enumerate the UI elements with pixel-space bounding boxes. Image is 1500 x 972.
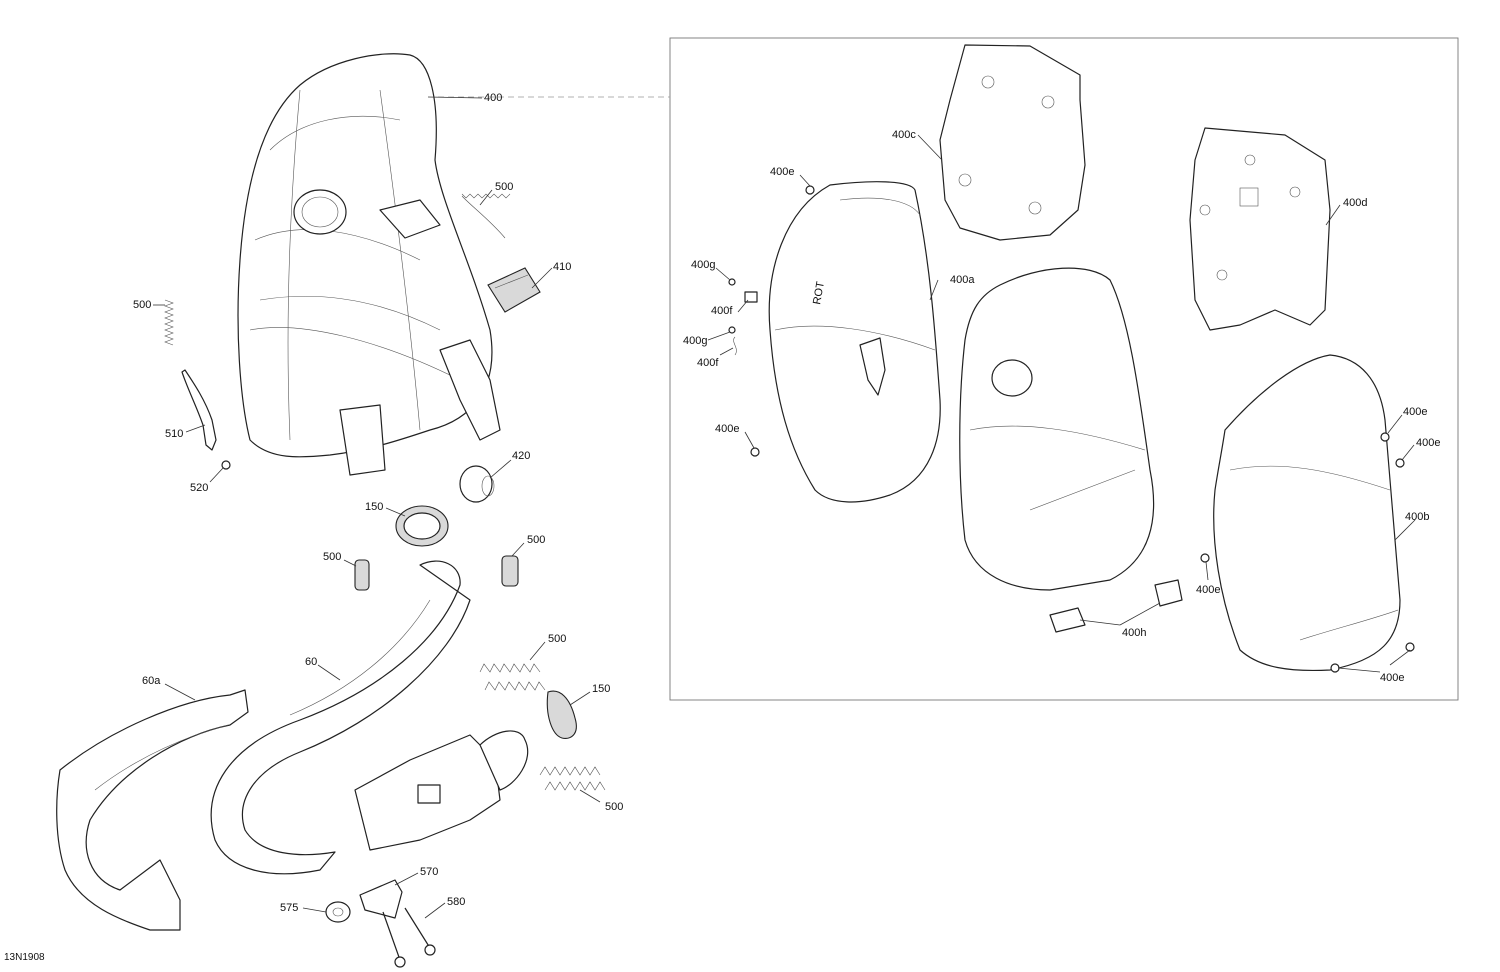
diagram-code: 13N1908	[4, 952, 45, 963]
callout-400f-1: 400f	[711, 305, 733, 317]
callout-400e-3: 400e	[1403, 406, 1427, 418]
callout-500-mid: 500	[548, 633, 566, 645]
callout-410: 410	[553, 261, 571, 273]
callout-400f-2: 400f	[697, 357, 719, 369]
bolt-520	[221, 460, 231, 470]
spring-500-left	[164, 299, 174, 346]
callout-500-lower: 500	[605, 801, 623, 813]
ring-150	[395, 505, 449, 547]
callout-60a: 60a	[142, 675, 161, 687]
callout-575: 575	[280, 902, 298, 914]
callout-400c: 400c	[892, 129, 916, 141]
spring-500-mid	[479, 663, 546, 691]
callout-400h: 400h	[1122, 627, 1146, 639]
detail-frame	[669, 37, 1459, 701]
callout-520: 520	[190, 482, 208, 494]
grommet-575	[325, 901, 351, 923]
callout-420: 420	[512, 450, 530, 462]
callout-400e-6: 400e	[1380, 672, 1404, 684]
callout-400e-1: 400e	[770, 166, 794, 178]
bracket-510	[181, 369, 217, 451]
callout-400e-5: 400e	[1196, 584, 1220, 596]
embossed-text: ROT	[811, 280, 827, 305]
muffler-center-400	[959, 267, 1155, 591]
bolts-580	[382, 907, 436, 968]
callout-580: 580	[447, 896, 465, 908]
callout-400a: 400a	[950, 274, 975, 286]
callout-500-small-right: 500	[527, 534, 545, 546]
callout-400e-2: 400e	[715, 423, 739, 435]
heat-shield-60a	[56, 689, 249, 931]
muffler-400	[237, 53, 501, 476]
callout-150-gasket: 150	[592, 683, 610, 695]
callout-400e-4: 400e	[1416, 437, 1440, 449]
callout-150-ring: 150	[365, 501, 383, 513]
callout-400d: 400d	[1343, 197, 1367, 209]
spring-500-top	[461, 193, 511, 239]
exhaust-pipe-60	[210, 560, 529, 875]
callout-510: 510	[165, 428, 183, 440]
muffler-half-400b	[1213, 354, 1401, 672]
gasket-150	[546, 690, 577, 739]
callout-500-small-left: 500	[323, 551, 341, 563]
callout-500-left: 500	[133, 299, 151, 311]
callout-400g-1: 400g	[691, 259, 715, 271]
callout-60: 60	[305, 656, 317, 668]
callout-400b: 400b	[1405, 511, 1429, 523]
block-400h	[1049, 579, 1183, 633]
callout-500-top: 500	[495, 181, 513, 193]
callout-570: 570	[420, 866, 438, 878]
muffler-half-400a	[768, 181, 941, 503]
callout-400g-2: 400g	[683, 335, 707, 347]
spring-500-small-right	[501, 555, 519, 587]
callout-labels: 400 500 410 500 510 520 420 150 500 500 …	[133, 92, 1440, 914]
fasteners-400e-400f-400g	[728, 185, 1415, 673]
sheet-400c	[939, 44, 1086, 241]
leader-lines	[153, 96, 1416, 919]
callout-400: 400	[484, 92, 502, 104]
sheet-400d	[1189, 127, 1331, 331]
spring-500-small-left	[354, 559, 370, 591]
rubber-mount-410	[487, 267, 541, 313]
spring-500-lower	[539, 766, 606, 791]
plate-570	[359, 879, 403, 919]
cap-420	[459, 465, 495, 503]
